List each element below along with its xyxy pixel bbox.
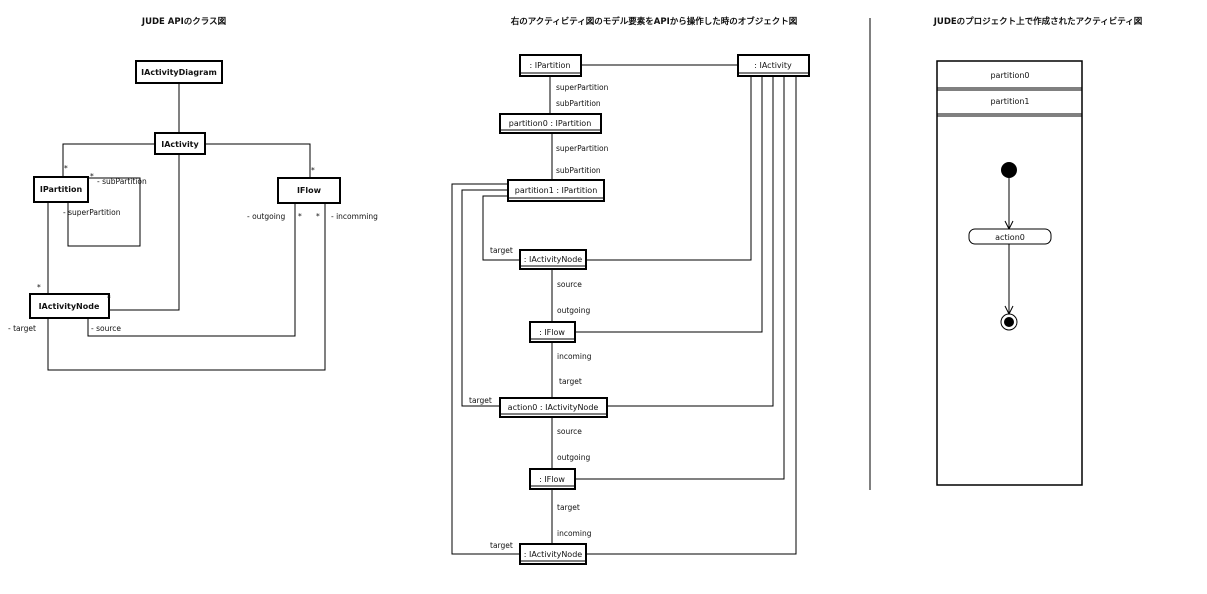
label-outgoing-2: outgoing — [557, 453, 590, 462]
class-iactivitydiagram-label: IActivityDiagram — [141, 68, 217, 77]
class-iactivitynode[interactable]: IActivityNode — [29, 293, 110, 319]
label-source-2: source — [557, 427, 582, 436]
mult-node-top: * — [37, 283, 41, 292]
label-outgoing-1: outgoing — [557, 306, 590, 315]
label-super-partition-1: superPartition — [556, 83, 609, 92]
link-activity-flow1 — [575, 77, 763, 333]
label-target-action: target — [469, 396, 492, 405]
object-flow2[interactable]: : IFlow — [529, 468, 576, 490]
object-action0[interactable]: action0 : IActivityNode — [499, 397, 608, 418]
object-flow1-label: : IFlow — [539, 328, 565, 337]
label-target-final: target — [490, 541, 513, 550]
object-activity-label: : IActivity — [754, 61, 792, 70]
class-iflow-label: IFlow — [297, 186, 322, 195]
link-activity-action0 — [607, 77, 774, 407]
link-partition1-initial — [482, 195, 520, 261]
class-iflow[interactable]: IFlow — [277, 177, 341, 204]
label-source-1: source — [557, 280, 582, 289]
initial-node[interactable] — [1001, 162, 1017, 178]
class-iactivitydiagram[interactable]: IActivityDiagram — [135, 60, 223, 84]
object-partition0-label: partition0 : IPartition — [509, 119, 592, 128]
link-activity-flow2 — [575, 77, 785, 480]
object-node-final-label: : IActivityNode — [524, 550, 582, 559]
assoc-incoming-target — [47, 203, 326, 371]
label-outgoing: - outgoing — [247, 212, 286, 221]
class-ipartition[interactable]: IPartition — [33, 176, 89, 203]
object-action0-label: action0 : IActivityNode — [508, 403, 599, 412]
label-incomming: - incomming — [331, 212, 378, 221]
link-partition1-final — [451, 183, 520, 555]
partition1-header[interactable]: partition1 — [990, 97, 1029, 106]
action-node[interactable]: action0 — [968, 228, 1052, 245]
assoc-outgoing-source — [87, 203, 296, 337]
assoc-activity-node — [109, 154, 180, 311]
label-incoming-2: incoming — [557, 529, 592, 538]
object-diagram: : IPartition : IActivity partition0 : IP… — [451, 54, 810, 565]
assoc-partition-self — [67, 177, 141, 247]
action-label: action0 — [995, 233, 1025, 242]
mult-flow: * — [311, 166, 315, 175]
assoc-activity-flow — [205, 143, 311, 178]
object-partition1-label: partition1 : IPartition — [515, 186, 598, 195]
class-diagram-title: JUDE APIのクラス図 — [141, 16, 226, 27]
link-activity-initial — [586, 77, 752, 261]
object-partition-root[interactable]: : IPartition — [519, 54, 582, 77]
label-target-2: target — [557, 503, 580, 512]
object-flow2-label: : IFlow — [539, 475, 565, 484]
label-super-partition-2: superPartition — [556, 144, 609, 153]
mult-node-right: * — [107, 294, 111, 303]
label-source: - source — [91, 324, 121, 333]
class-iactivity-label: IActivity — [161, 140, 199, 149]
object-flow1[interactable]: : IFlow — [529, 321, 576, 343]
label-sub-partition: - subPartition — [97, 177, 147, 186]
activity-diagram-title: JUDEのプロジェクト上で作成されたアクティビティ図 — [933, 16, 1142, 27]
object-node-initial[interactable]: : IActivityNode — [519, 249, 587, 270]
partition0-header[interactable]: partition0 — [990, 71, 1029, 80]
class-diagram: IActivityDiagram IActivity IPartition IF… — [8, 60, 378, 371]
link-activity-final — [586, 77, 797, 555]
mult-sub: * — [90, 172, 94, 181]
assoc-activity-partition — [62, 143, 155, 177]
mult-partition: * — [64, 164, 68, 173]
class-ipartition-label: IPartition — [40, 185, 83, 194]
object-node-initial-label: : IActivityNode — [524, 255, 582, 264]
mult-outgoing: * — [298, 212, 302, 221]
label-target-1: target — [559, 377, 582, 386]
label-target-initial: target — [490, 246, 513, 255]
label-target: - target — [8, 324, 36, 333]
label-sub-partition-1: subPartition — [556, 99, 601, 108]
link-partition1-action0 — [461, 189, 508, 407]
class-iactivity[interactable]: IActivity — [154, 132, 206, 155]
object-node-final[interactable]: : IActivityNode — [519, 543, 587, 565]
object-activity[interactable]: : IActivity — [737, 54, 810, 77]
object-partition0[interactable]: partition0 : IPartition — [499, 113, 602, 134]
label-super-partition: - superPartition — [63, 208, 121, 217]
class-iactivitynode-label: IActivityNode — [39, 302, 100, 311]
activity-diagram: partition0 partition1 action0 — [936, 60, 1083, 486]
object-partition1[interactable]: partition1 : IPartition — [507, 179, 605, 202]
label-sub-partition-2: subPartition — [556, 166, 601, 175]
final-node[interactable] — [1000, 313, 1018, 331]
label-incoming-1: incoming — [557, 352, 592, 361]
object-diagram-title: 右のアクティビティ図のモデル要素をAPIから操作した時のオブジェクト図 — [510, 16, 798, 27]
mult-incoming: * — [316, 212, 320, 221]
object-partition-root-label: : IPartition — [530, 61, 571, 70]
